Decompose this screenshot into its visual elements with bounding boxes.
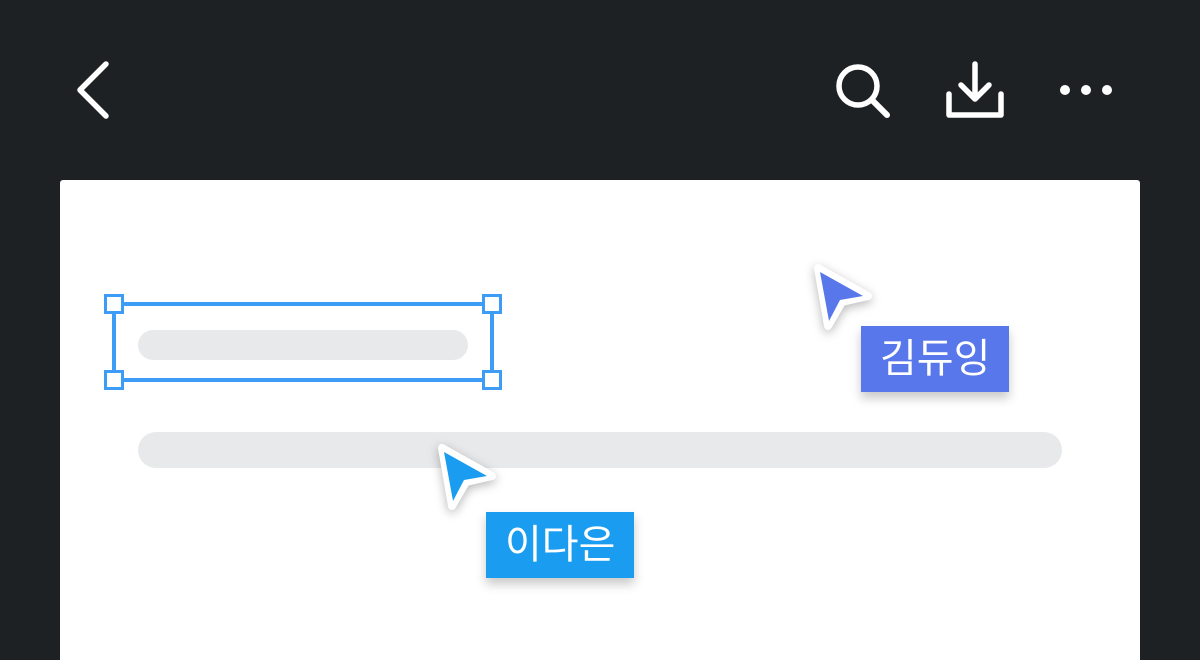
collaborator-cursor-icon xyxy=(436,444,496,510)
back-button[interactable] xyxy=(70,58,118,122)
text-placeholder-short[interactable] xyxy=(138,330,468,360)
top-toolbar xyxy=(0,0,1200,180)
resize-handle-bottom-right[interactable] xyxy=(482,370,502,390)
cursor-fill xyxy=(444,452,487,501)
resize-handle-top-left[interactable] xyxy=(104,294,124,314)
collaborator-name-tag: 이다은 xyxy=(486,512,635,578)
chevron-left-icon xyxy=(77,61,109,119)
cursor-fill xyxy=(820,272,863,321)
download-button[interactable] xyxy=(942,60,1008,122)
download-icon xyxy=(946,61,1004,118)
more-button[interactable] xyxy=(1052,72,1120,108)
document-canvas[interactable]: 김듀잉 이다은 xyxy=(60,180,1140,660)
collaborator-name-tag: 김듀잉 xyxy=(861,326,1010,392)
search-button[interactable] xyxy=(832,60,894,122)
resize-handle-bottom-left[interactable] xyxy=(104,370,124,390)
resize-handle-top-right[interactable] xyxy=(482,294,502,314)
more-horizontal-icon xyxy=(1060,85,1112,95)
collaborator-cursor-icon xyxy=(812,264,872,330)
selection-box[interactable] xyxy=(104,294,502,390)
text-placeholder-long[interactable] xyxy=(138,432,1062,468)
search-icon xyxy=(836,64,890,118)
